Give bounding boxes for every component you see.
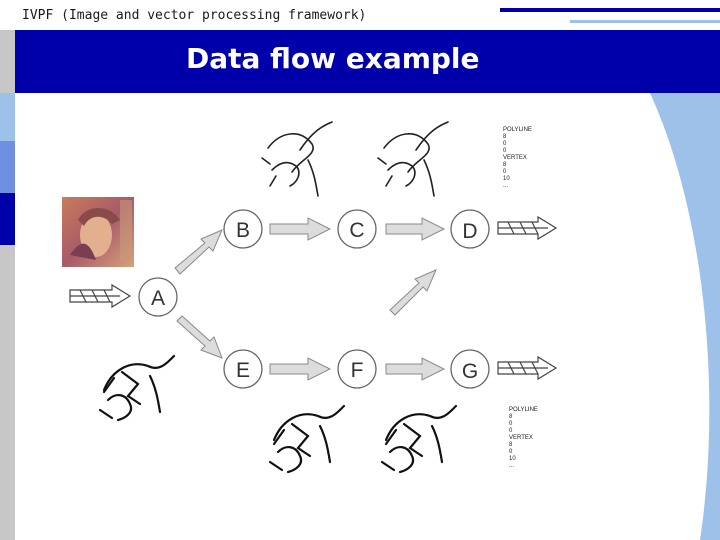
dxf-bottom-line: 8 xyxy=(509,414,513,420)
dxf-top-line: 10 xyxy=(503,176,510,182)
header-dark-line xyxy=(500,8,720,12)
dxf-bottom-line: 0 xyxy=(509,421,513,427)
dxf-text-top: POLYLINE 8 0 0 VERTEX 8 0 10 ... xyxy=(503,127,532,189)
edge-sketch-left xyxy=(98,354,176,422)
node-d-circle xyxy=(450,209,490,249)
header-decoration xyxy=(500,8,720,23)
arrow-c-to-d xyxy=(385,217,446,241)
header-light-line xyxy=(570,20,720,23)
node-f-label: F xyxy=(351,359,364,382)
left-strip-light-block xyxy=(0,93,15,141)
line-art-sketch-top-left xyxy=(261,121,333,197)
left-strip-mid-block xyxy=(0,141,15,193)
dxf-bottom-line: 0 xyxy=(509,428,513,434)
slide-title: Data flow example xyxy=(186,42,480,75)
left-strip-dark-block xyxy=(0,193,15,245)
edge-sketch-bottom-right xyxy=(380,404,458,474)
arrow-a-to-e xyxy=(176,315,223,359)
input-arrow xyxy=(69,283,132,309)
edge-sketch-bottom-left xyxy=(268,404,346,474)
dxf-bottom-line: ... xyxy=(509,463,514,469)
dxf-top-line: 8 xyxy=(503,162,507,168)
dxf-top-line: ... xyxy=(503,183,508,189)
dxf-top-line: VERTEX xyxy=(503,155,527,161)
dxf-bottom-line: 8 xyxy=(509,442,513,448)
dxf-bottom-line: 10 xyxy=(509,456,516,462)
arrow-f-to-g xyxy=(385,357,446,381)
arrow-to-d-diagonal xyxy=(389,269,437,316)
arrow-b-to-c xyxy=(269,217,332,241)
dxf-top-line: POLYLINE xyxy=(503,127,532,133)
line-art-sketch-top-right xyxy=(377,121,449,197)
node-f-circle xyxy=(337,349,377,389)
node-b-label: B xyxy=(236,219,250,242)
dxf-bottom-line: POLYLINE xyxy=(509,407,538,413)
right-decoration xyxy=(650,93,720,540)
node-b-circle xyxy=(223,209,263,249)
node-e-circle xyxy=(223,349,263,389)
dxf-top-line: 0 xyxy=(503,169,507,175)
node-c-label: C xyxy=(349,219,364,242)
presentation-title: IVPF (Image and vector processing framew… xyxy=(22,8,367,23)
node-a-label: A xyxy=(151,287,165,310)
dxf-top-line: 8 xyxy=(503,134,507,140)
dxf-text-bottom: POLYLINE 8 0 0 VERTEX 8 0 10 ... xyxy=(509,407,538,469)
right-curve xyxy=(650,93,720,540)
dxf-top-line: 0 xyxy=(503,141,507,147)
title-bar xyxy=(15,30,720,93)
dxf-bottom-line: 0 xyxy=(509,449,513,455)
arrow-e-to-f xyxy=(269,357,332,381)
node-a-circle xyxy=(138,277,178,317)
output-arrow-d xyxy=(497,215,558,241)
top-header-strip xyxy=(0,0,720,30)
node-g-label: G xyxy=(462,360,478,383)
arrow-a-to-b xyxy=(174,229,223,275)
output-arrow-g xyxy=(497,355,558,381)
dxf-top-line: 0 xyxy=(503,148,507,154)
dxf-bottom-line: VERTEX xyxy=(509,435,533,441)
node-d-label: D xyxy=(462,220,477,243)
photo-thumbnail xyxy=(62,197,134,267)
node-c-circle xyxy=(337,209,377,249)
node-g-circle xyxy=(450,349,490,389)
node-e-label: E xyxy=(236,359,250,382)
